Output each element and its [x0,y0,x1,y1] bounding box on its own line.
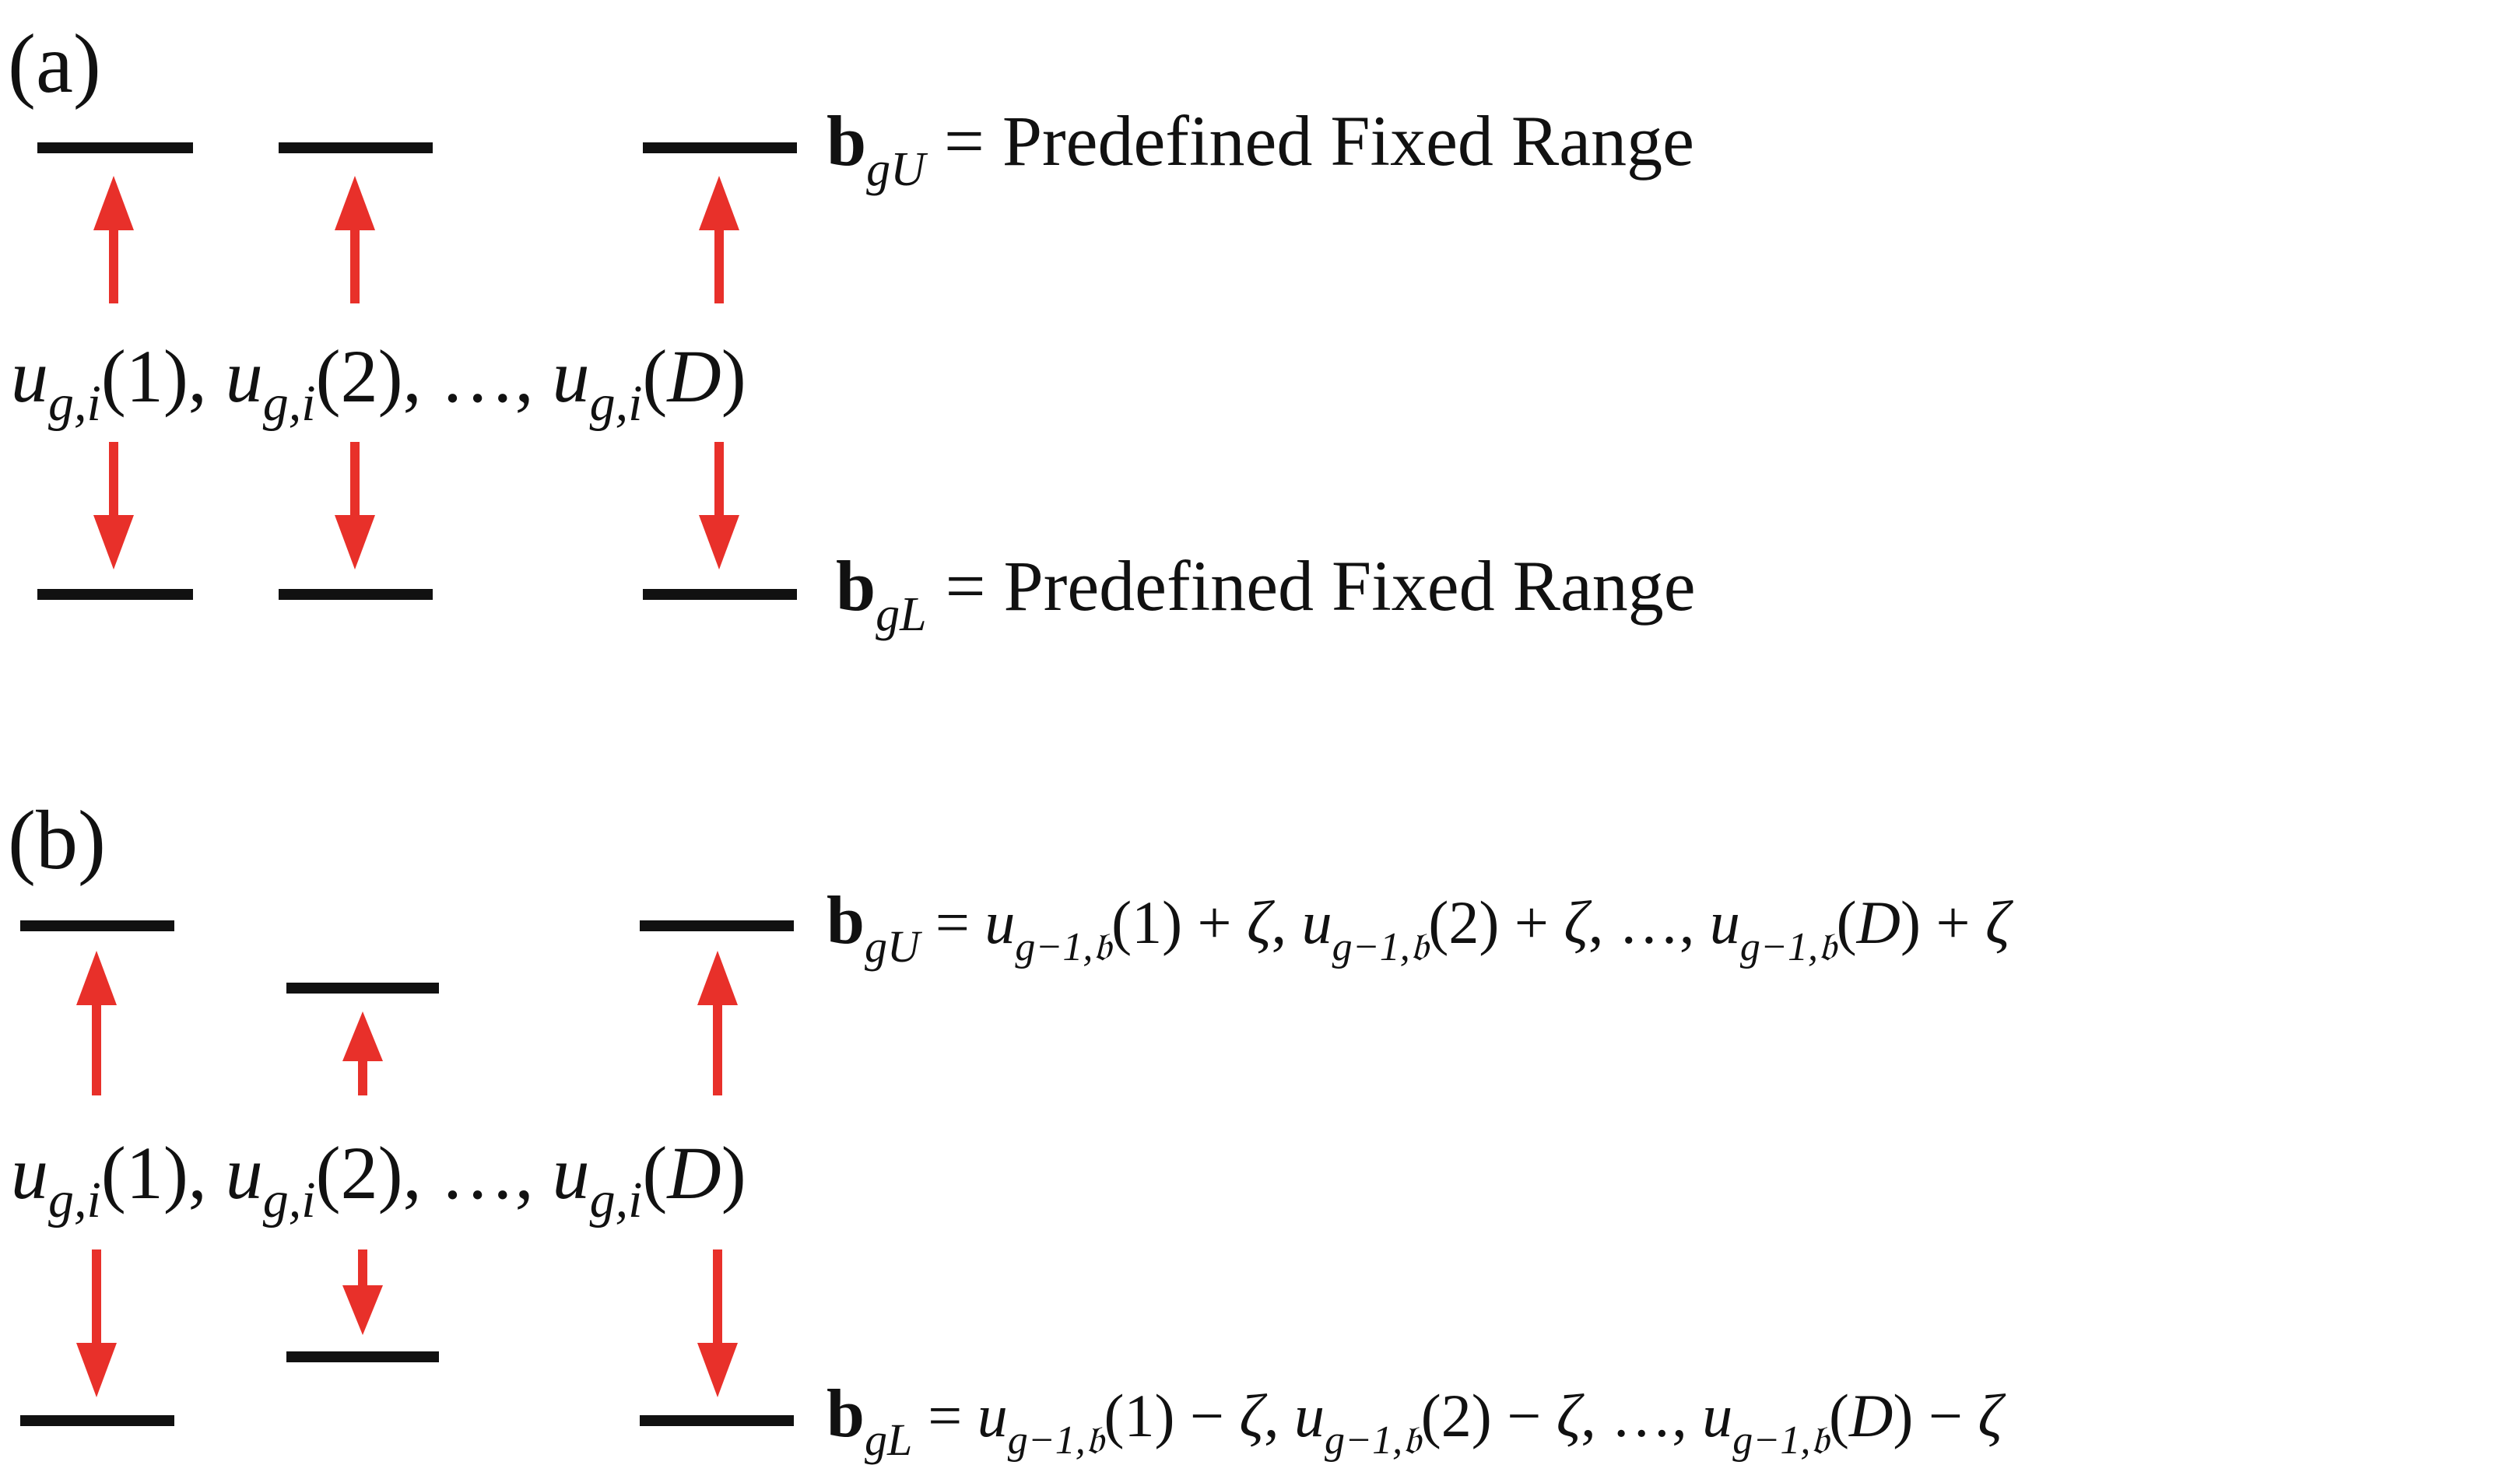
panel-b: (b) [8,794,2013,1465]
lower-bound-equation: bgL= ug−1,𝔟(1) − ζ, ug−1,𝔟(2) − ζ, …, ug… [827,1376,2006,1465]
up-arrow-3 [699,176,739,303]
down-arrow-2 [342,1249,383,1335]
up-arrow-3 [697,951,738,1095]
down-arrow-2 [335,442,375,570]
down-arrow-1 [76,1249,117,1397]
up-arrow-2 [342,1011,383,1095]
panel-a: (a) [8,18,1696,641]
variable-sequence: ug,i(1), ug,i(2), …, ug,i(D) [11,335,746,432]
down-arrow-1 [93,442,134,570]
variable-sequence: ug,i(1), ug,i(2), …, ug,i(D) [11,1131,746,1228]
panel-b-label: (b) [8,794,106,887]
down-arrow-3 [699,442,739,570]
down-arrow-3 [697,1249,738,1397]
up-arrow-1 [93,176,134,303]
up-arrow-1 [76,951,117,1095]
upper-bound-equation: bgU= ug−1,𝔟(1) + ζ, ug−1,𝔟(2) + ζ, …, ug… [827,883,2013,972]
panel-a-label: (a) [8,18,101,110]
lower-bound-equation: bgL= Predefined Fixed Range [836,546,1696,641]
upper-bound-equation: bgU= Predefined Fixed Range [827,101,1694,196]
up-arrow-2 [335,176,375,303]
